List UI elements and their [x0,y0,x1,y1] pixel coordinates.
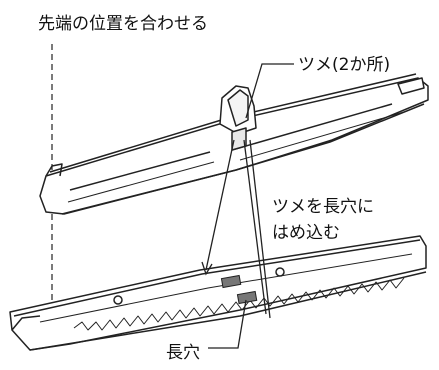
arrowhead [201,261,213,276]
lower-blade-body [9,235,427,351]
slot-right [236,290,258,305]
label-hooks: ツメ(2か所) [298,55,390,75]
slot-left [220,274,242,289]
leader-lines [205,63,294,349]
label-slot: 長穴 [166,343,200,363]
label-insert-line2: はめ込む [272,223,340,243]
label-align-tips: 先端の位置を合わせる [38,14,208,34]
label-insert-line1: ツメを長穴に [272,197,374,217]
upper-attachment [39,73,429,215]
